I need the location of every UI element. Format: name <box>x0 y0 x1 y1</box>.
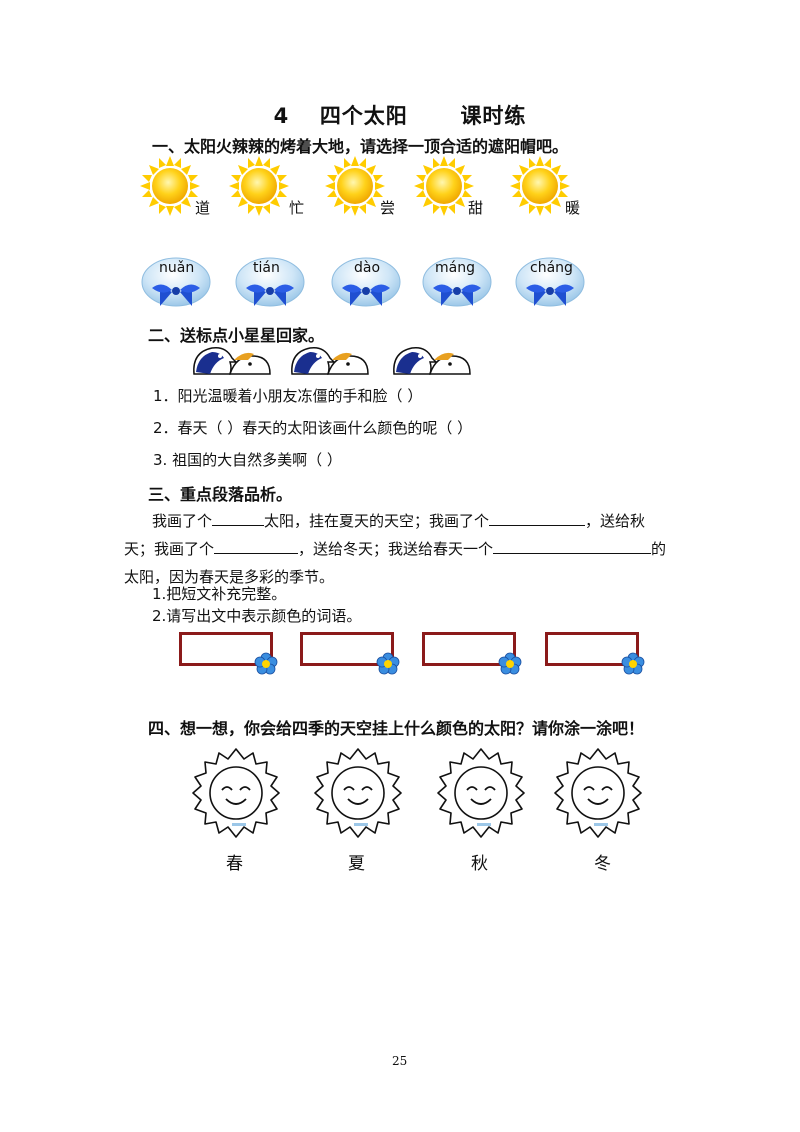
exercise-item: 1．阳光温暖着小朋友冻僵的手和脸（ ） <box>153 387 423 405</box>
answer-box[interactable] <box>545 632 639 666</box>
punctuation-star-icon <box>193 346 271 375</box>
season-label: 冬 <box>594 854 611 874</box>
lesson-subtitle: 课时练 <box>460 104 527 128</box>
sun-icon <box>140 156 200 216</box>
answer-box[interactable] <box>422 632 516 666</box>
flower-icon <box>621 652 645 675</box>
hat-pinyin: cháng <box>530 260 573 276</box>
section4-heading: 四、想一想，你会给四季的天空挂上什么颜色的太阳？请你涂一涂吧！ <box>148 719 645 738</box>
fill-blank[interactable] <box>214 537 299 554</box>
sun-char: 忙 <box>289 199 305 217</box>
hat-pinyin: dào <box>354 260 381 276</box>
section1-heading: 一、太阳火辣辣的烤着大地，请选择一顶合适的遮阳帽吧。 <box>152 137 569 156</box>
coloring-sun-icon <box>192 748 280 838</box>
page-title: 4 四个太阳 课时练 <box>0 100 800 130</box>
sun-char: 道 <box>195 199 211 217</box>
coloring-sun-icon <box>554 748 642 838</box>
flower-icon <box>254 652 278 675</box>
coloring-sun-icon <box>314 748 402 838</box>
punctuation-star-icon <box>393 346 471 375</box>
season-label: 秋 <box>471 854 488 874</box>
sun-icon <box>325 156 385 216</box>
sun-icon <box>229 156 289 216</box>
page-number: 25 <box>392 1054 408 1068</box>
question: 2.请写出文中表示颜色的词语。 <box>152 607 362 625</box>
lesson-name: 四个太阳 <box>319 104 408 128</box>
section2-heading: 二、送标点小星星回家。 <box>148 326 325 345</box>
sun-char: 暖 <box>565 199 581 217</box>
star-row <box>193 346 471 375</box>
sun-char: 甜 <box>468 199 484 217</box>
flower-row <box>254 652 645 675</box>
fill-blank[interactable] <box>212 509 265 526</box>
paragraph-line: 太阳，因为春天是多彩的季节。 <box>124 568 335 586</box>
fill-blank[interactable] <box>489 509 586 526</box>
sun-row <box>140 156 585 307</box>
answer-box[interactable] <box>300 632 394 666</box>
fill-blank[interactable] <box>493 537 652 554</box>
answer-box[interactable] <box>179 632 273 666</box>
hat-pinyin: tián <box>253 260 280 276</box>
season-label: 夏 <box>348 854 365 874</box>
exercise-item: 3. 祖国的大自然多美啊（ ） <box>153 451 342 469</box>
hat-pinyin: nuǎn <box>159 260 195 276</box>
coloring-sun-icon <box>437 748 525 838</box>
sun-icon <box>510 156 570 216</box>
flower-icon <box>376 652 400 675</box>
flower-icon <box>498 652 522 675</box>
exercise-item: 2．春天（ ）春天的太阳该画什么颜色的呢（ ） <box>153 419 473 437</box>
sun-char: 尝 <box>380 199 396 217</box>
punctuation-star-icon <box>291 346 369 375</box>
season-label: 春 <box>226 854 243 874</box>
section3-heading: 三、重点段落品析。 <box>148 485 293 504</box>
paragraph-line: 天；我画了个，送给冬天；我送给春天一个的 <box>124 535 666 563</box>
question: 1.把短文补充完整。 <box>152 585 287 603</box>
paragraph-line: 我画了个太阳，挂在夏天的天空；我画了个，送给秋 <box>152 507 645 535</box>
hat-pinyin: máng <box>435 260 475 276</box>
sun-icon <box>414 156 474 216</box>
lesson-number: 4 <box>273 104 290 128</box>
coloring-suns <box>192 748 642 838</box>
